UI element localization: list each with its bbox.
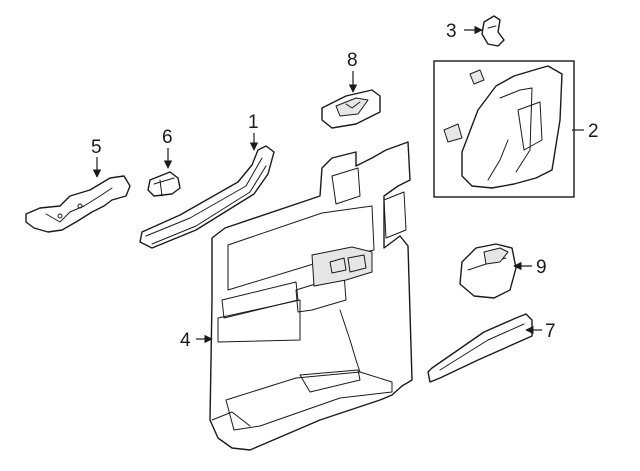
- callout-7: 7: [545, 321, 556, 342]
- retainer-clip: [147, 171, 181, 197]
- callout-3: 3: [446, 21, 457, 42]
- window-switch: [459, 243, 517, 299]
- pillar-trim: [443, 65, 563, 189]
- door-trim-panel: [209, 141, 413, 451]
- small-clip: [481, 15, 505, 47]
- switch-bezel: [321, 89, 381, 129]
- callout-5: 5: [91, 137, 102, 158]
- callout-8: 8: [347, 50, 358, 71]
- inset-frame: [433, 60, 575, 198]
- callout-4: 4: [180, 330, 191, 351]
- callout-6: 6: [162, 127, 173, 148]
- mounting-bracket: [25, 175, 131, 233]
- armrest-pad: [427, 313, 533, 383]
- callout-2: 2: [588, 121, 599, 142]
- callout-labels: 1 2 3 4 5 6 7 8 9: [91, 21, 599, 351]
- leader-lines: [92, 25, 584, 344]
- callout-9: 9: [536, 257, 547, 278]
- belt-weatherstrip: [139, 145, 275, 249]
- callout-1: 1: [248, 112, 259, 133]
